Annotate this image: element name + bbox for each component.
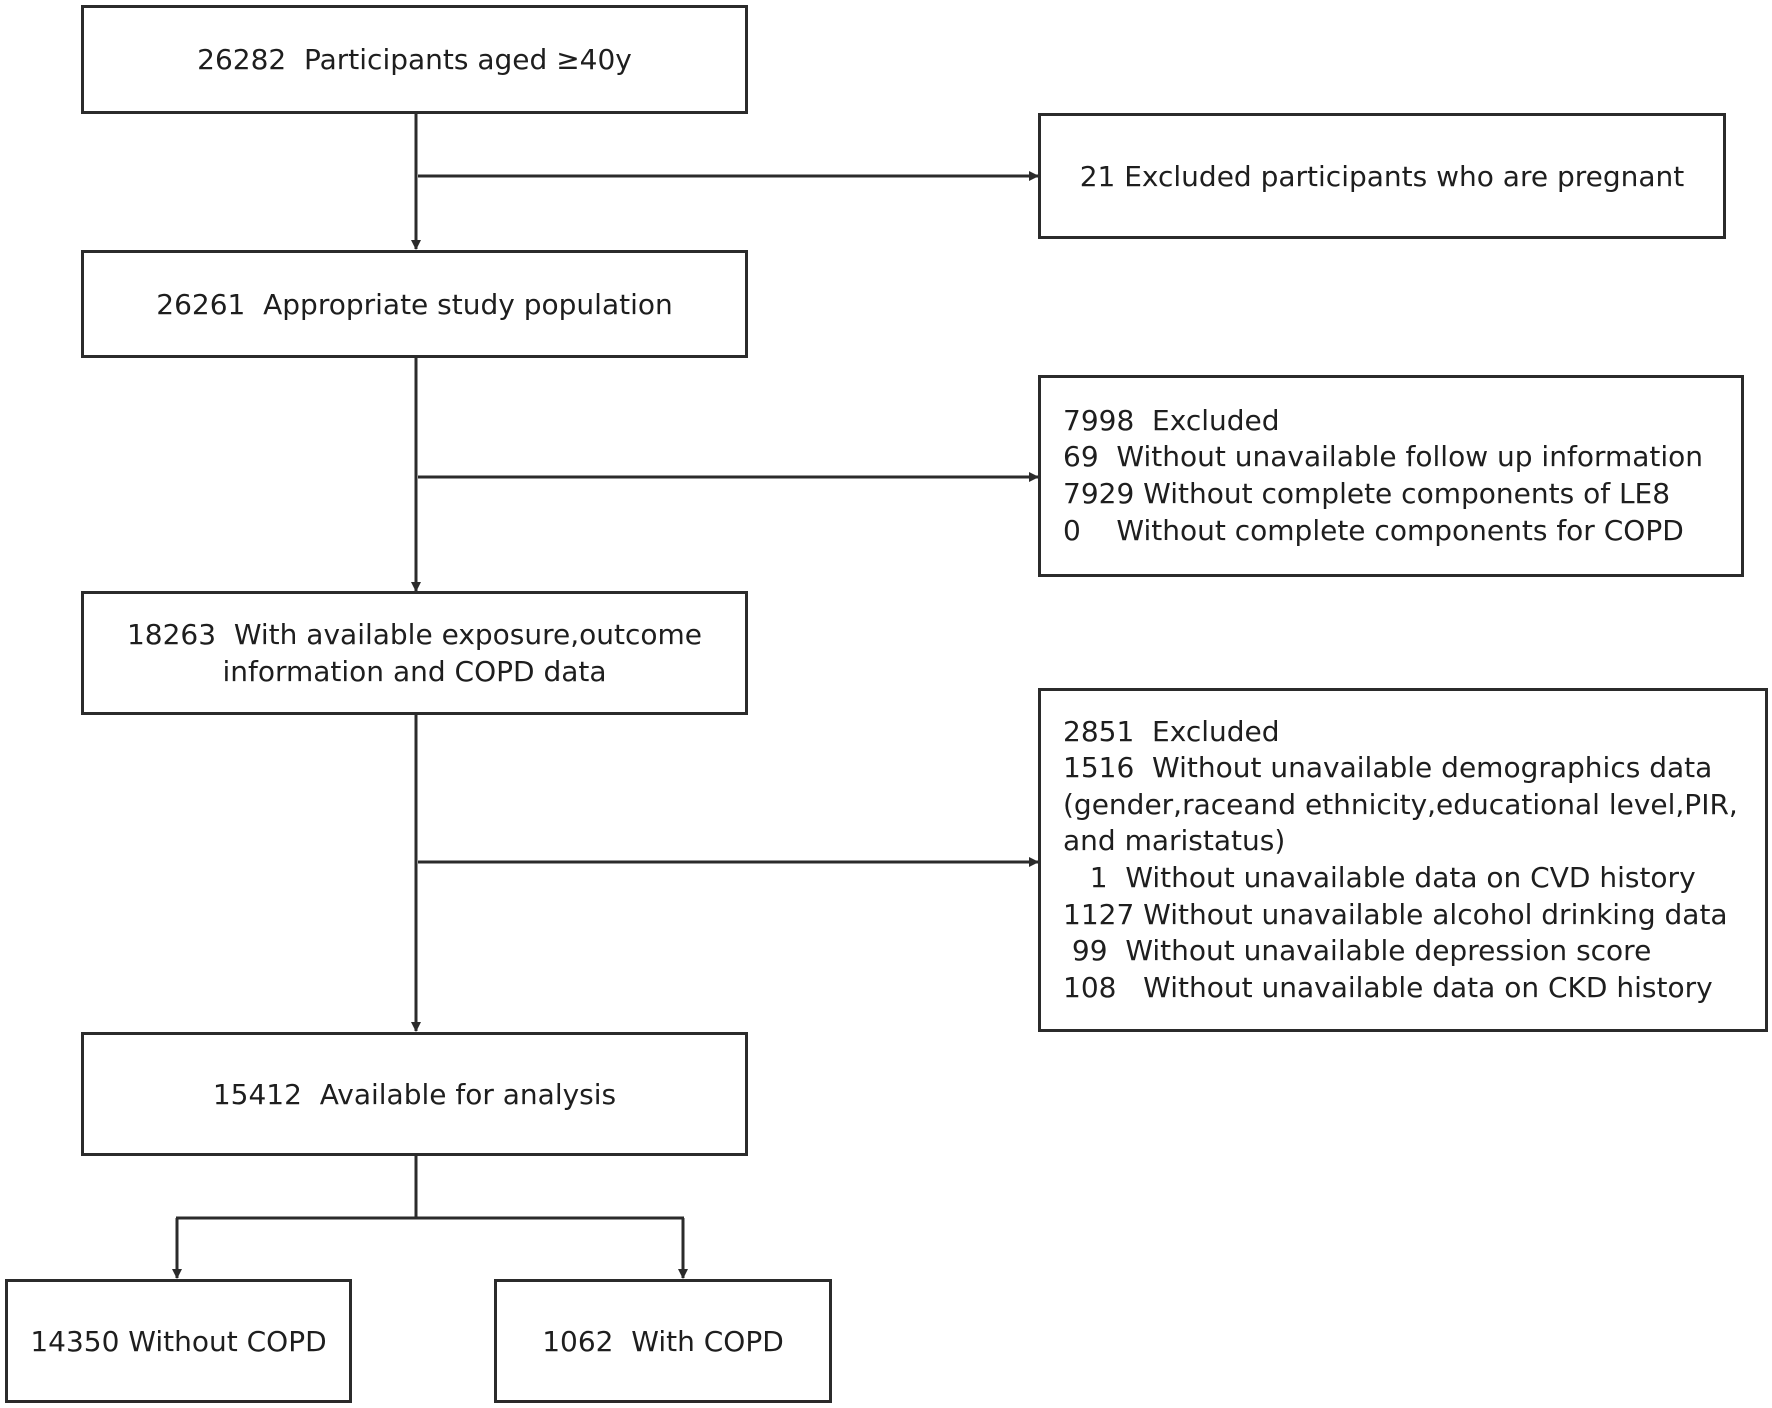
- node-text-line: and maristatus): [1063, 824, 1286, 858]
- node-appropriate: 26261 Appropriate study population: [81, 250, 748, 358]
- node-text-line: information and COPD data: [222, 655, 607, 688]
- node-text-line: 1 Without unavailable data on CVD histor…: [1063, 861, 1696, 894]
- node-without-copd: 14350 Without COPD: [5, 1279, 352, 1403]
- node-text-line: 1062 With COPD: [542, 1324, 784, 1358]
- node-text-line: 108 Without unavailable data on CKD hist…: [1063, 970, 1713, 1004]
- node-text-line: 26282 Participants aged ≥40y: [197, 43, 632, 76]
- node-available-data: 18263 With available exposure,outcome inf…: [81, 591, 748, 715]
- node-text-line: 7929 Without complete components of LE8: [1063, 477, 1671, 510]
- node-text-line: 15412 Available for analysis: [212, 1077, 617, 1111]
- node-text-line: 99 Without unavailable depression score: [1063, 934, 1652, 968]
- node-with-copd: 1062 With COPD: [494, 1279, 832, 1403]
- node-text-line: 21 Excluded participants who are pregnan…: [1079, 159, 1685, 193]
- node-text-line: 14350 Without COPD: [30, 1324, 327, 1358]
- node-text-line: 2851 Excluded: [1063, 714, 1280, 748]
- node-text-line: 7998 Excluded: [1063, 403, 1280, 437]
- node-text-line: (gender,raceand ethnicity,educational le…: [1063, 787, 1738, 821]
- node-text-line: 69 Without unavailable follow up informa…: [1063, 440, 1704, 474]
- node-text-line: 18263 With available exposure,outcome: [126, 618, 703, 651]
- node-start: 26282 Participants aged ≥40y: [81, 5, 748, 114]
- node-analysis: 15412 Available for analysis: [81, 1032, 748, 1156]
- node-text-line: 26261 Appropriate study population: [156, 287, 673, 321]
- node-text-line: 0 Without complete components for COPD: [1063, 513, 1684, 547]
- node-text-line: 1127 Without unavailable alcohol drinkin…: [1063, 897, 1728, 931]
- node-text-line: 1516 Without unavailable demographics da…: [1063, 751, 1713, 785]
- node-excl-pregnant: 21 Excluded participants who are pregnan…: [1038, 113, 1726, 239]
